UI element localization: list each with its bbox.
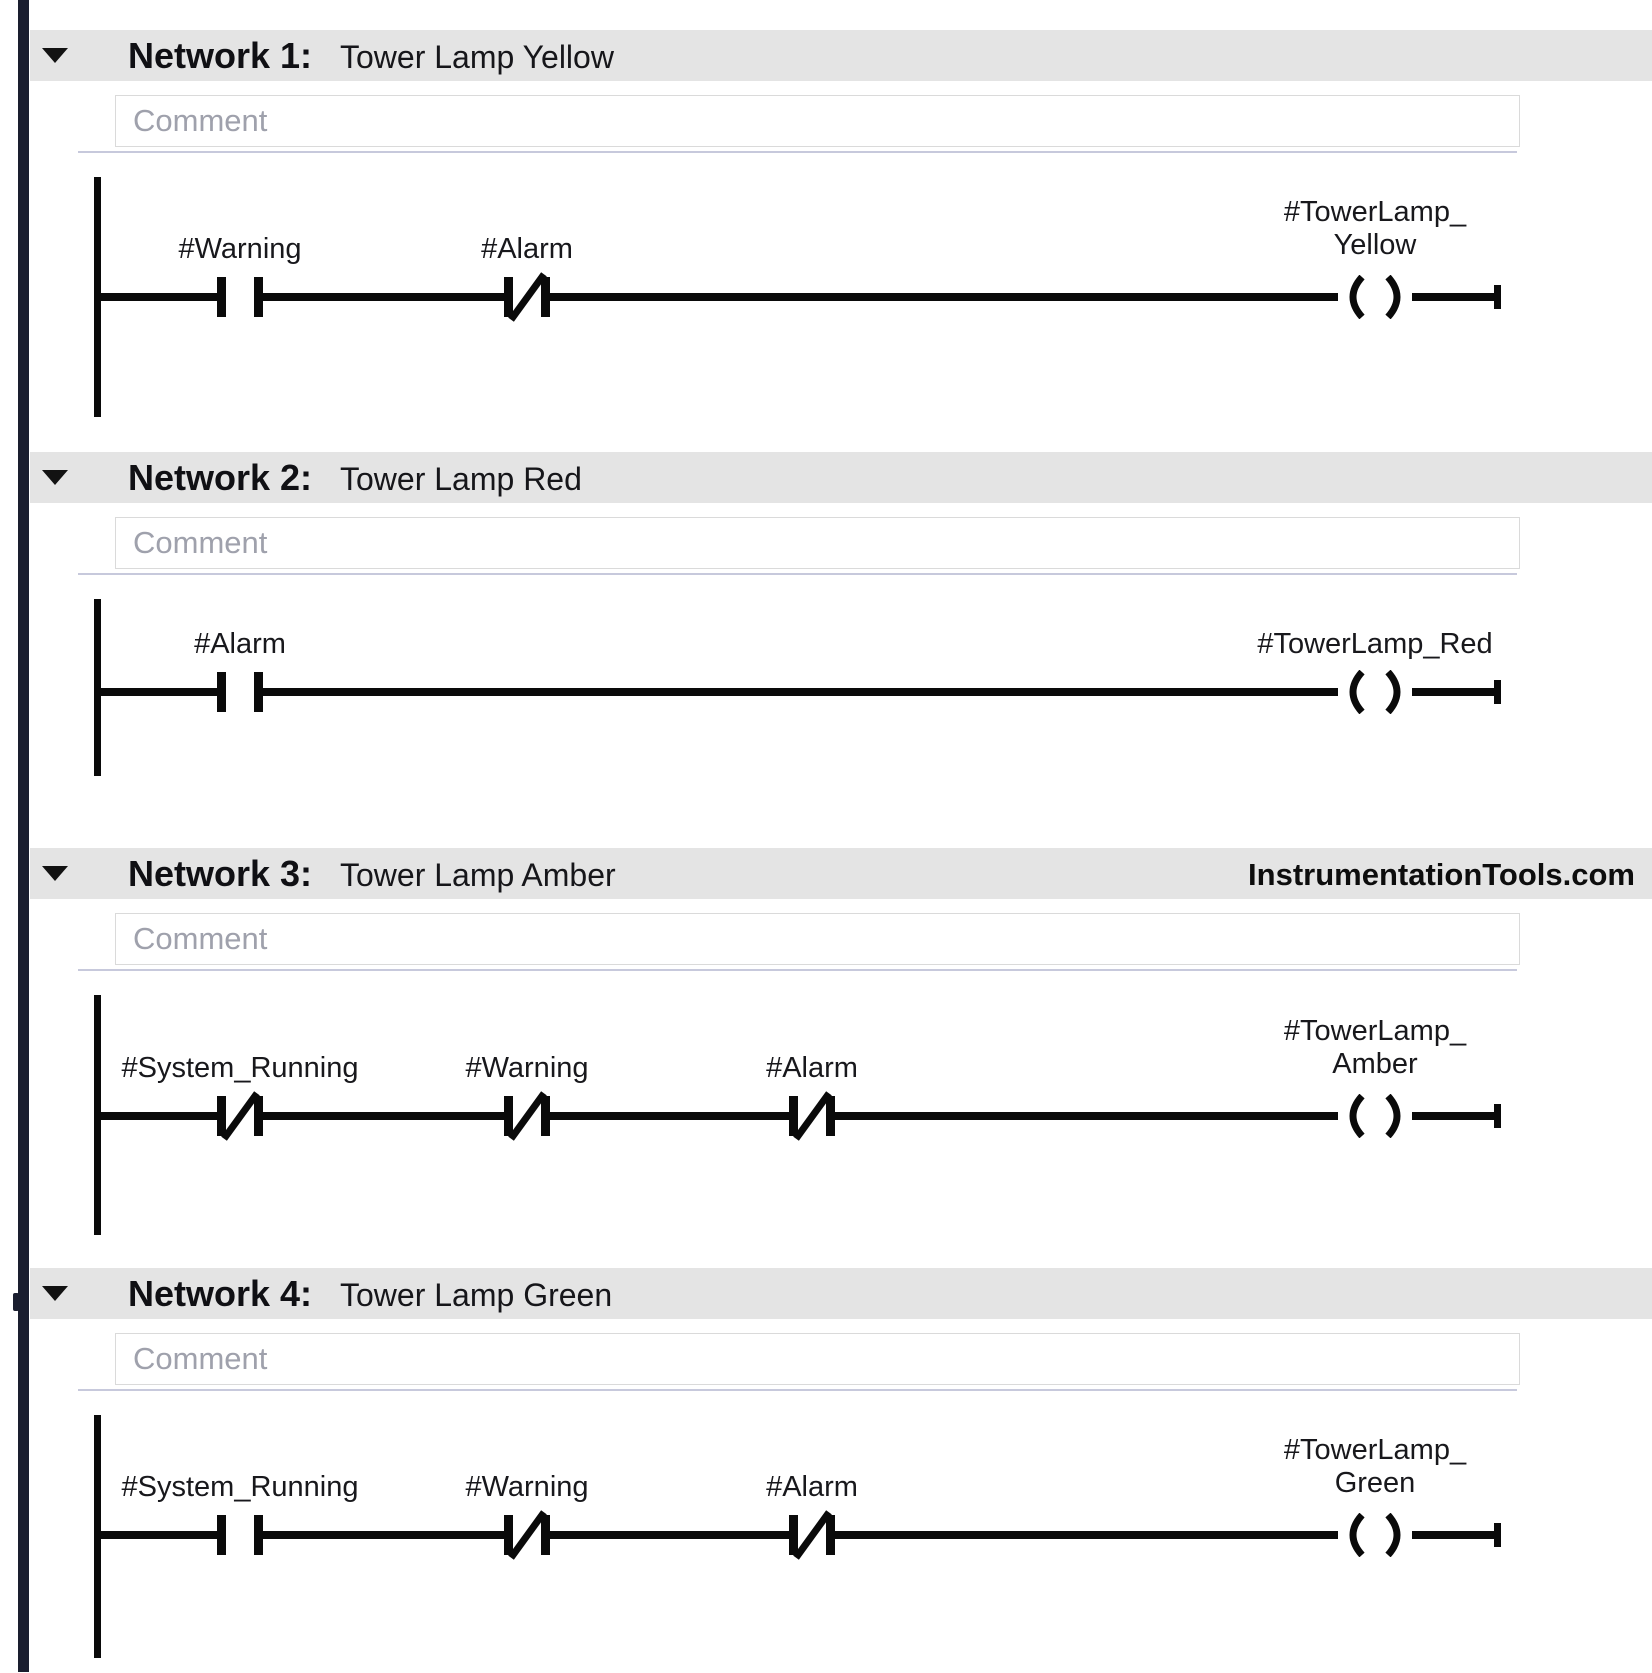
contact-nc[interactable] (493, 1082, 561, 1150)
network-header[interactable]: Network 2: Tower Lamp Red (30, 452, 1652, 503)
contact-no[interactable] (206, 1501, 274, 1569)
network-header[interactable]: Network 3: Tower Lamp Amber Instrumentat… (30, 848, 1652, 899)
network-2: Network 2: Tower Lamp Red Comment #Alarm… (0, 452, 1652, 791)
network-title: Tower Lamp Green (340, 1277, 613, 1313)
operand-label[interactable]: #Alarm (766, 1471, 858, 1503)
contact-pole (217, 672, 226, 712)
contact-nc[interactable] (206, 1082, 274, 1150)
contact-no[interactable] (206, 263, 274, 331)
contact-nc[interactable] (778, 1082, 846, 1150)
collapse-triangle-icon[interactable] (42, 866, 68, 881)
contact-nc[interactable] (493, 263, 561, 331)
ladder-rung: #System_Running #Warning #Alarm #TowerLamp_… (0, 848, 1652, 1235)
contact-pole (217, 1515, 226, 1555)
wire-end-terminator (1494, 1104, 1501, 1128)
contact-pole (504, 1096, 513, 1136)
contact-pole (789, 1515, 798, 1555)
wire-end-terminator (1494, 680, 1501, 704)
ladder-rung: #Alarm #TowerLamp_Red (0, 452, 1652, 776)
wire-end-terminator (1494, 285, 1501, 309)
coil-parens-icon (1349, 1094, 1401, 1138)
contact-pole (541, 277, 550, 317)
network-header[interactable]: Network 1: Tower Lamp Yellow (30, 30, 1652, 81)
coil-parens-icon (1349, 275, 1401, 319)
operand-label[interactable]: #Alarm (481, 233, 573, 265)
comment-placeholder: Comment (133, 921, 268, 956)
comment-field[interactable]: Comment (115, 95, 1520, 147)
network-title: Tower Lamp Red (340, 461, 582, 497)
comment-placeholder: Comment (133, 103, 268, 138)
network-name: Network 2: (128, 457, 313, 498)
contact-gap (226, 1529, 254, 1541)
contact-pole (541, 1515, 550, 1555)
comment-field[interactable]: Comment (115, 913, 1520, 965)
network-title: Tower Lamp Amber (340, 857, 616, 893)
contact-pole (504, 1515, 513, 1555)
coil[interactable] (1330, 658, 1420, 726)
network-header[interactable]: Network 4: Tower Lamp Green (30, 1268, 1652, 1319)
operand-label[interactable]: #System_Running (121, 1471, 359, 1503)
collapse-triangle-icon[interactable] (42, 1286, 68, 1301)
network-title: Tower Lamp Yellow (340, 39, 614, 75)
editor-left-edge-bar (18, 0, 29, 1672)
coil[interactable] (1330, 1082, 1420, 1150)
operand-label[interactable]: #System_Running (121, 1052, 359, 1084)
network-name: Network 4: (128, 1273, 313, 1314)
operand-label[interactable]: #Warning (465, 1471, 589, 1503)
network-1: Network 1: Tower Lamp Yellow Comment #Wa… (0, 30, 1652, 432)
collapse-triangle-icon[interactable] (42, 48, 68, 63)
contact-pole (254, 1515, 263, 1555)
separator-line (78, 1389, 1517, 1391)
coil[interactable] (1330, 263, 1420, 331)
separator-line (78, 573, 1517, 575)
contact-pole (541, 1096, 550, 1136)
contact-pole (254, 672, 263, 712)
separator-line (78, 969, 1517, 971)
coil[interactable] (1330, 1501, 1420, 1569)
comment-field[interactable]: Comment (115, 1333, 1520, 1385)
operand-label[interactable]: #Alarm (194, 628, 286, 660)
power-rail (94, 599, 101, 776)
contact-pole (504, 277, 513, 317)
separator-line (78, 151, 1517, 153)
comment-placeholder: Comment (133, 525, 268, 560)
rung-wire (94, 293, 1497, 301)
contact-pole (826, 1515, 835, 1555)
comment-placeholder: Comment (133, 1341, 268, 1376)
contact-no[interactable] (206, 658, 274, 726)
coil-parens-icon (1349, 1513, 1401, 1557)
contact-pole (789, 1096, 798, 1136)
operand-label[interactable]: #Warning (465, 1052, 589, 1084)
ladder-rung: #Warning #Alarm #TowerLamp_Yellow (0, 30, 1652, 417)
operand-label[interactable]: #Warning (178, 233, 302, 265)
rung-wire (94, 688, 1497, 696)
ladder-rung: #System_Running #Warning #Alarm #TowerLamp_… (0, 1268, 1652, 1658)
contact-pole (217, 277, 226, 317)
contact-gap (226, 686, 254, 698)
sidebar-notch (13, 1293, 19, 1311)
contact-nc[interactable] (493, 1501, 561, 1569)
coil-operand-label[interactable]: #TowerLamp_Yellow (1283, 196, 1467, 261)
coil-parens-icon (1349, 670, 1401, 714)
comment-field[interactable]: Comment (115, 517, 1520, 569)
coil-operand-label[interactable]: #TowerLamp_Green (1283, 1434, 1467, 1499)
coil-operand-label[interactable]: #TowerLamp_Red (1257, 628, 1493, 660)
coil-operand-label[interactable]: #TowerLamp_Amber (1283, 1015, 1467, 1080)
network-name: Network 3: (128, 853, 313, 894)
contact-nc[interactable] (778, 1501, 846, 1569)
contact-pole (826, 1096, 835, 1136)
collapse-triangle-icon[interactable] (42, 470, 68, 485)
operand-label[interactable]: #Alarm (766, 1052, 858, 1084)
contact-pole (217, 1096, 226, 1136)
network-4: Network 4: Tower Lamp Green Comment #Sys… (0, 1268, 1652, 1673)
network-3: Network 3: Tower Lamp Amber Instrumentat… (0, 848, 1652, 1250)
contact-pole (254, 1096, 263, 1136)
wire-end-terminator (1494, 1523, 1501, 1547)
contact-pole (254, 277, 263, 317)
network-name: Network 1: (128, 35, 313, 76)
watermark: InstrumentationTools.com (1248, 857, 1635, 892)
contact-gap (226, 291, 254, 303)
